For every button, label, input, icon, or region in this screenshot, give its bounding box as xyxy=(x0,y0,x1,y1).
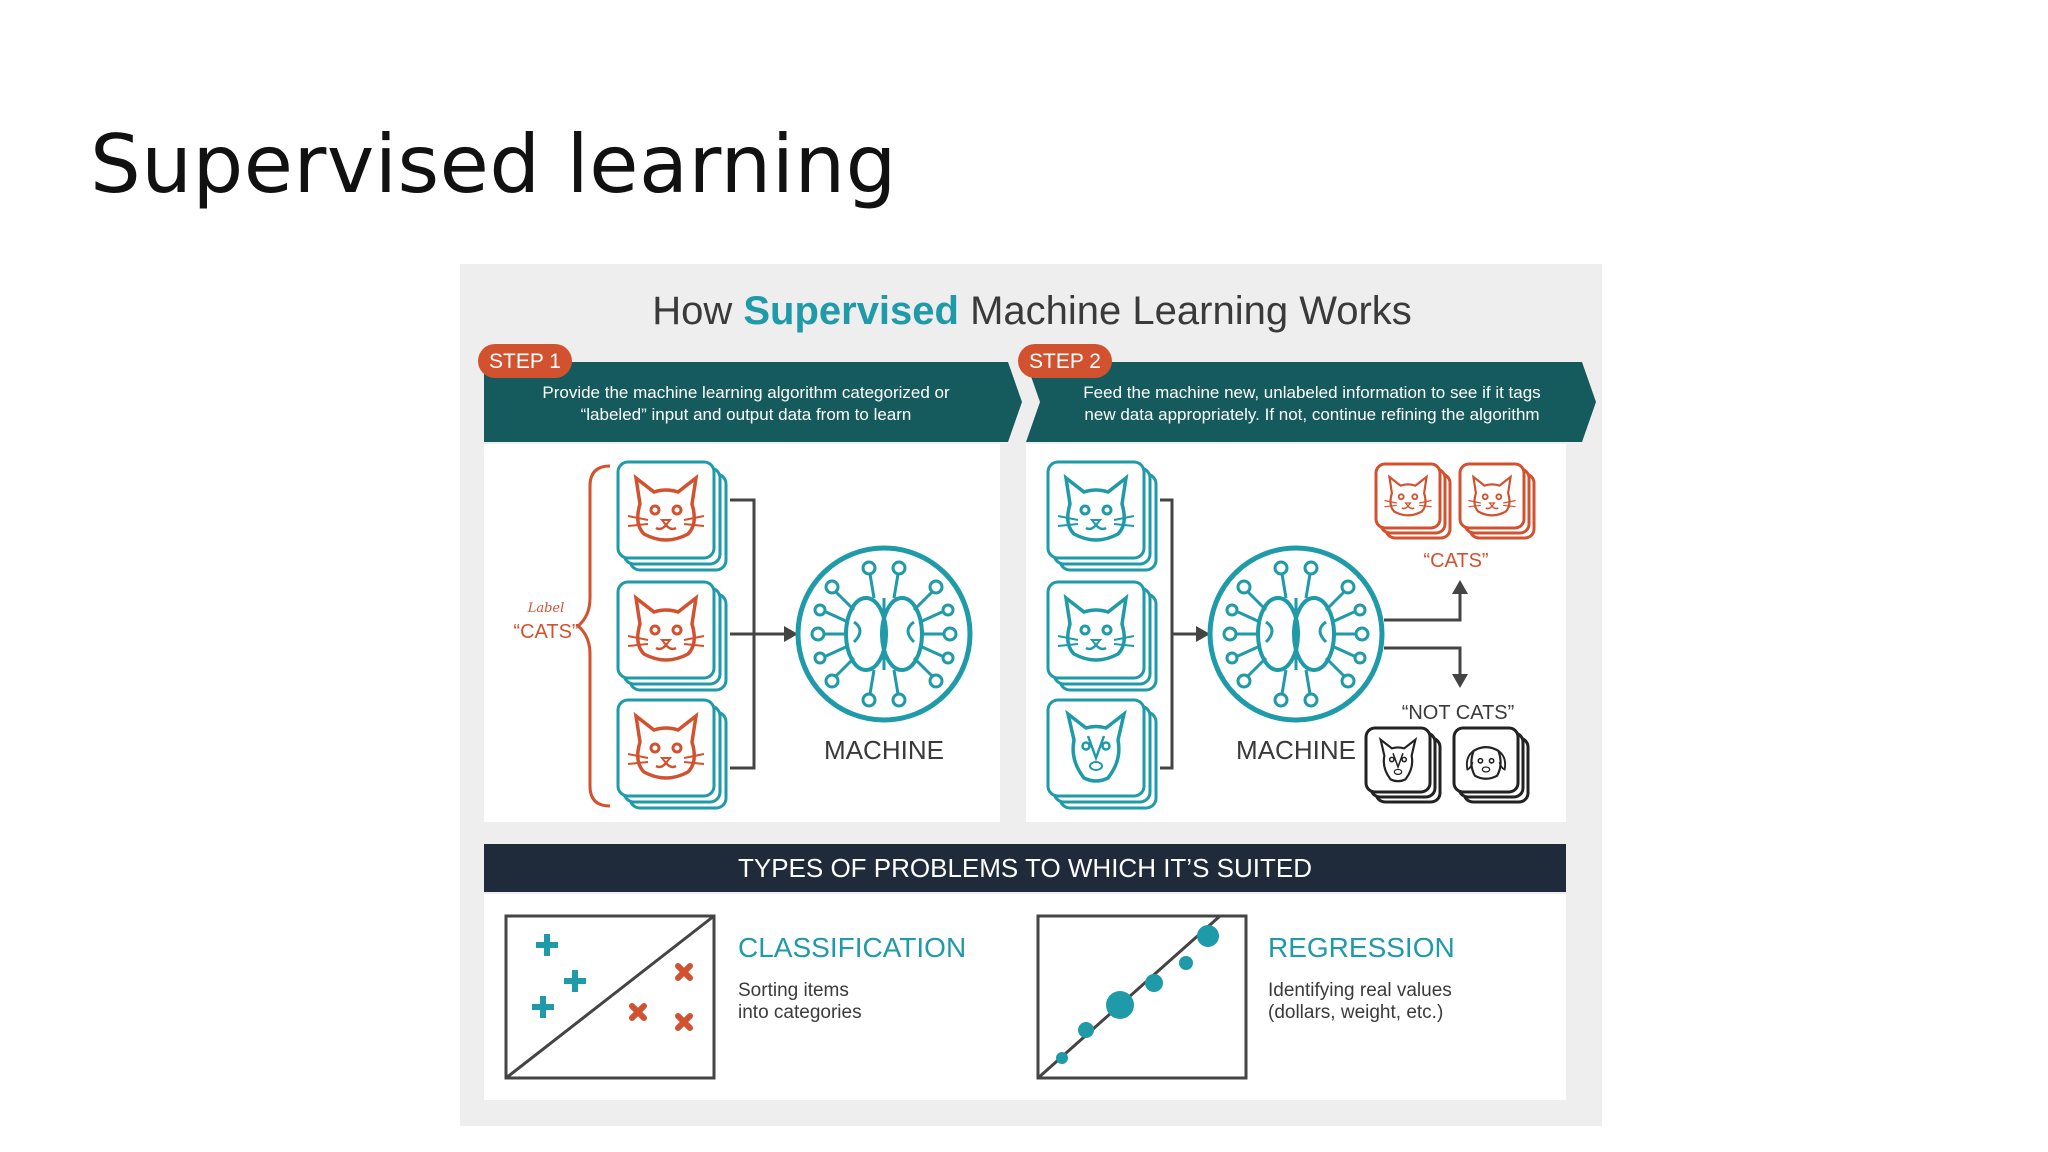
cats-output-label: “CATS” xyxy=(1423,550,1488,572)
label-brace xyxy=(575,464,611,808)
step2-connectors xyxy=(1160,498,1196,770)
step2-input-card-3 xyxy=(1046,698,1158,810)
not-cats-output-label: “NOT CATS” xyxy=(1402,702,1515,724)
step2-input-card-2 xyxy=(1046,580,1158,692)
arrow-up-icon xyxy=(1452,580,1468,594)
step1-banner xyxy=(484,362,1022,442)
infographic-heading: How Supervised Machine Learning Works xyxy=(652,289,1412,333)
not-cats-output-card-2 xyxy=(1452,726,1530,804)
cats-output-card-2 xyxy=(1458,462,1536,540)
step2-badge xyxy=(1018,344,1112,378)
cats-output-card-1 xyxy=(1374,462,1452,540)
plus-icon xyxy=(564,970,586,992)
step1-badge xyxy=(478,344,572,378)
step2-banner xyxy=(1026,362,1596,442)
supervised-learning-infographic: How Supervised Machine Learning Works ST… xyxy=(460,264,1602,1126)
classification-line1: Sorting items xyxy=(738,980,849,1001)
classification-title: CLASSIFICATION xyxy=(738,932,966,963)
step1-label-cats: “CATS” xyxy=(513,621,578,643)
cross-icon xyxy=(675,1013,693,1031)
step1-cat-card-1 xyxy=(616,460,728,572)
slide-title: Supervised learning xyxy=(90,118,897,211)
regression-line1: Identifying real values xyxy=(1268,980,1452,1001)
step1-connectors xyxy=(730,498,784,770)
step1-text-line2: “labeled” input and output data from to … xyxy=(581,405,912,424)
regression-title: REGRESSION xyxy=(1268,932,1455,963)
problems-banner-label: TYPES OF PROBLEMS TO WHICH IT’S SUITED xyxy=(738,853,1312,883)
step1-text-line1: Provide the machine learning algorithm c… xyxy=(542,383,950,402)
arrow-right-icon xyxy=(1196,626,1210,642)
classification-plot xyxy=(504,914,716,1080)
cross-icon xyxy=(675,963,693,981)
problems-banner xyxy=(484,844,1566,892)
step1-cat-card-2 xyxy=(616,580,728,692)
step2-text-line2: new data appropriately. If not, continue… xyxy=(1084,405,1539,424)
step2-text-line1: Feed the machine new, unlabeled informat… xyxy=(1083,383,1540,402)
step2-machine-label: MACHINE xyxy=(1236,735,1356,765)
plus-icon xyxy=(536,934,558,956)
regression-plot xyxy=(1036,914,1248,1080)
step1-cat-card-3 xyxy=(616,698,728,810)
classification-line2: into categories xyxy=(738,1002,862,1023)
step1-label-small: Label xyxy=(527,601,565,616)
arrow-right-icon xyxy=(784,626,798,642)
problems-panel xyxy=(484,894,1566,1100)
step1-badge-label: STEP 1 xyxy=(489,350,561,373)
step2-output-connectors xyxy=(1384,594,1462,674)
cross-icon xyxy=(629,1003,647,1021)
regression-line2: (dollars, weight, etc.) xyxy=(1268,1002,1443,1023)
not-cats-output-card-1 xyxy=(1364,726,1442,804)
step2-badge-label: STEP 2 xyxy=(1029,350,1101,373)
plus-icon xyxy=(532,996,554,1018)
step1-machine-label: MACHINE xyxy=(824,735,944,765)
step2-input-card-1 xyxy=(1046,460,1158,572)
arrow-down-icon xyxy=(1452,674,1468,688)
